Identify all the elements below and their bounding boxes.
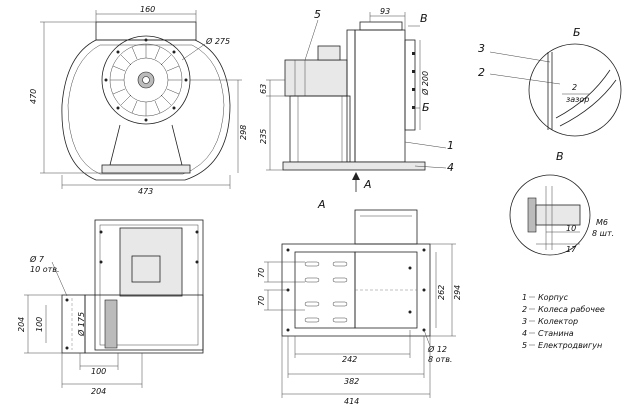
callout-v: В	[420, 12, 428, 25]
legend-3-num: 3	[522, 317, 527, 326]
dim-382: 382	[344, 377, 359, 386]
detail-b: Б 3 2 2 зазор	[478, 26, 622, 137]
detail-b-gap-value: 2	[572, 83, 577, 92]
outlet-side	[359, 21, 403, 31]
dim-63: 63	[259, 84, 268, 94]
detail-v-bolt: M6	[596, 218, 608, 227]
legend-2-num: 2	[522, 305, 527, 314]
inlet-collector	[404, 39, 416, 131]
view-a: А 70 70 262 294	[257, 198, 462, 406]
dim-242: 242	[342, 355, 357, 364]
outlet-flange	[95, 21, 197, 41]
legend-4-num: 4	[522, 329, 527, 338]
scroll-housing-inner	[67, 44, 225, 175]
view-a-holes	[286, 248, 426, 332]
front-view: 160 Ø 275 470 298 473	[29, 5, 248, 196]
view-a-outlet	[354, 209, 418, 245]
dim-175: Ø 175	[76, 312, 86, 337]
legend: 1 Корпус 2 Колеса рабочее 3 Колектор 4 С…	[522, 293, 605, 350]
bolt-head	[527, 197, 537, 233]
callout-5: 5	[314, 8, 321, 21]
inlet-bolts	[104, 38, 188, 122]
dim-hole-12: Ø 12	[427, 344, 447, 354]
legend-3-text: Колектор	[538, 317, 578, 326]
dim-204-horizontal: 204	[91, 387, 106, 396]
detail-b-callout-2: 2	[478, 66, 485, 79]
plan-holes	[65, 230, 199, 350]
detail-v-circle	[509, 174, 591, 256]
plan-motor	[119, 227, 183, 297]
dim-outlet-width: 160	[140, 5, 155, 14]
stand-frame	[289, 95, 351, 163]
plan-housing	[84, 294, 204, 354]
legend-2-text: Колеса рабочее	[538, 305, 605, 314]
detail-b-gap-label: зазор	[566, 95, 589, 104]
plan-motor-box	[131, 255, 161, 283]
plan-wheel	[104, 299, 118, 349]
side-view: 5 В Б 1 4 А 93 Ø 200 63 235	[259, 7, 454, 192]
stand-base	[282, 161, 426, 171]
detail-b-title: Б	[573, 26, 581, 39]
callout-b: Б	[422, 101, 430, 114]
motor-body	[284, 59, 348, 97]
legend-1-text: Корпус	[538, 293, 569, 302]
dim-100-vertical: 100	[35, 317, 44, 332]
dim-wheel-diameter: Ø 275	[205, 36, 230, 46]
support-stand	[109, 124, 183, 166]
callout-4: 4	[447, 161, 454, 174]
plan-inlet-flange	[61, 294, 86, 354]
detail-b-circle	[528, 43, 622, 137]
dim-top-offset: 93	[380, 7, 390, 16]
dim-hole-12-qty: 8 отв.	[428, 355, 452, 364]
collector-bolts	[412, 52, 415, 109]
dim-axis-height: 298	[239, 125, 248, 140]
dim-235: 235	[259, 129, 268, 144]
dim-204-vertical: 204	[17, 317, 26, 332]
detail-v: В M6 8 шт. 10 17	[509, 150, 614, 256]
dim-total-height: 470	[29, 89, 38, 104]
legend-5-text: Електродвигун	[538, 341, 602, 350]
view-a-motor-plate	[294, 251, 356, 329]
dim-70-b: 70	[257, 296, 266, 306]
base-plate	[101, 164, 191, 174]
dim-total-width: 473	[138, 187, 153, 196]
impeller-blades	[110, 44, 182, 116]
shaft	[142, 76, 150, 84]
view-a-title: А	[317, 198, 326, 211]
fan-housing-side	[354, 29, 406, 163]
scroll-housing	[61, 39, 231, 181]
detail-v-bolt-qty: 8 шт.	[592, 229, 614, 238]
callout-1: 1	[447, 139, 454, 152]
dim-hole-qty: 10 отв.	[30, 265, 60, 274]
dim-262: 262	[437, 285, 446, 300]
plan-view: Ø 7 10 отв. 204 100 Ø 175 100 204	[17, 219, 204, 396]
detail-v-dim-17: 17	[566, 245, 577, 254]
dim-70-a: 70	[257, 268, 266, 278]
legend-5-num: 5	[522, 341, 527, 350]
dim-294: 294	[453, 285, 462, 300]
dim-hole-dia: Ø 7	[29, 254, 45, 264]
detail-b-callout-3: 3	[478, 42, 485, 55]
bolt-shank	[535, 204, 581, 226]
dim-inlet-diameter: Ø 200	[420, 71, 430, 96]
dim-100-horizontal: 100	[91, 367, 106, 376]
legend-4-text: Станина	[538, 329, 574, 338]
detail-v-dim-10: 10	[566, 224, 576, 233]
dim-414: 414	[344, 397, 359, 406]
plan-frame	[94, 219, 204, 351]
callout-a: А	[363, 178, 372, 191]
detail-v-title: В	[556, 150, 564, 163]
motor-terminal-box	[317, 45, 341, 61]
legend-1-num: 1	[522, 293, 527, 302]
view-a-slots	[304, 261, 348, 323]
